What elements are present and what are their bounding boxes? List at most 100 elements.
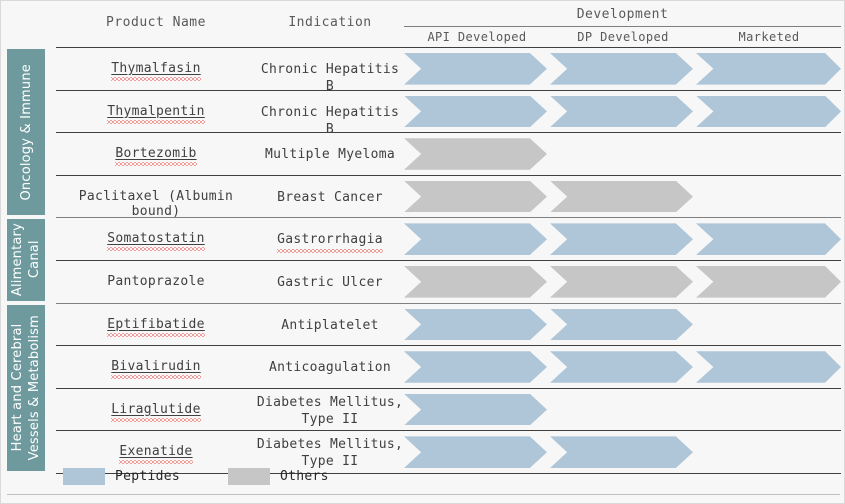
product-name-text: Bivalirudin bbox=[111, 359, 202, 380]
row-separator bbox=[56, 387, 841, 389]
row-separator bbox=[56, 174, 841, 176]
stage-chevron-2[interactable] bbox=[550, 436, 693, 468]
indication-cell: Multiple Myeloma bbox=[256, 146, 404, 163]
stage-chevron-2[interactable] bbox=[550, 266, 693, 298]
product-name-cell: Liraglutide bbox=[56, 401, 256, 422]
row-separator bbox=[56, 132, 841, 134]
development-stage-track bbox=[404, 389, 841, 432]
stage-chevron-3[interactable] bbox=[696, 223, 841, 255]
legend: Peptides Others bbox=[63, 468, 377, 485]
development-stage-track bbox=[404, 431, 841, 474]
indication-text: Anticoagulation bbox=[269, 360, 391, 376]
category-band-1: Oncology & Immune bbox=[7, 49, 45, 216]
row-separator bbox=[56, 89, 841, 91]
stage-chevron-1[interactable] bbox=[404, 436, 547, 468]
stage-chevron-2[interactable] bbox=[550, 351, 693, 383]
column-header-stage-dp-developed: DP Developed bbox=[577, 30, 669, 44]
legend-swatch-others bbox=[228, 468, 271, 485]
pipeline-row[interactable]: Pantoprazole Gastric Ulcer bbox=[56, 261, 841, 304]
development-stage-track bbox=[404, 218, 841, 261]
development-stage-track bbox=[404, 176, 841, 219]
legend-swatch-peptides bbox=[63, 468, 105, 485]
stage-chevron-1[interactable] bbox=[404, 266, 547, 298]
legend-label-others: Others bbox=[280, 469, 329, 484]
indication-text: Antiplatelet bbox=[281, 317, 379, 333]
pipeline-row[interactable]: Exenatide Diabetes Mellitus, Type II bbox=[56, 431, 841, 474]
pipeline-row[interactable]: Somatostatin Gastrorrhagia bbox=[56, 218, 841, 261]
column-header-product-name: Product Name bbox=[106, 15, 206, 30]
indication-text: Breast Cancer bbox=[277, 189, 383, 205]
product-name-cell: Exenatide bbox=[56, 444, 256, 465]
pipeline-row[interactable]: Paclitaxel (Albumin bound) Breast Cancer bbox=[56, 176, 841, 219]
pipeline-row[interactable]: Liraglutide Diabetes Mellitus, Type II bbox=[56, 389, 841, 432]
column-header-development: Development bbox=[576, 7, 669, 22]
row-separator bbox=[56, 473, 841, 474]
indication-cell: Antiplatelet bbox=[256, 317, 404, 334]
indication-text: Diabetes Mellitus, Type II bbox=[256, 394, 404, 427]
stage-chevron-3[interactable] bbox=[696, 53, 841, 85]
stage-chevron-1[interactable] bbox=[404, 223, 547, 255]
stage-chevron-2[interactable] bbox=[550, 95, 693, 128]
indication-text: Diabetes Mellitus, Type II bbox=[256, 437, 404, 470]
product-name-text: Paclitaxel (Albumin bound) bbox=[78, 188, 234, 219]
development-stage-track bbox=[404, 346, 841, 389]
stage-chevron-2[interactable] bbox=[550, 223, 693, 255]
category-band-label: Oncology & Immune bbox=[18, 63, 34, 201]
legend-label-peptides: Peptides bbox=[115, 469, 181, 484]
pipeline-row[interactable]: Bivalirudin Anticoagulation bbox=[56, 346, 841, 389]
stage-chevron-2[interactable] bbox=[550, 308, 693, 341]
indication-cell: Chronic Hepatitis B bbox=[256, 104, 404, 138]
row-separator bbox=[56, 260, 841, 261]
indication-cell: Chronic Hepatitis B bbox=[256, 61, 404, 95]
stage-chevron-1[interactable] bbox=[404, 393, 547, 426]
development-header-rule bbox=[404, 26, 841, 27]
development-stage-track bbox=[404, 133, 841, 176]
category-band-label: Heart and Cerebral Vessels & Metabolism bbox=[10, 315, 42, 461]
product-name-text: Somatostatin bbox=[107, 231, 205, 252]
product-name-text: Thymalfasin bbox=[111, 61, 202, 81]
stage-chevron-3[interactable] bbox=[696, 95, 841, 128]
development-stage-track bbox=[404, 261, 841, 304]
stage-chevron-1[interactable] bbox=[404, 138, 547, 170]
development-stage-track bbox=[404, 91, 841, 134]
stage-chevron-3[interactable] bbox=[696, 266, 841, 298]
indication-cell: Gastric Ulcer bbox=[256, 274, 404, 291]
stage-chevron-3[interactable] bbox=[696, 351, 841, 383]
indication-cell: Anticoagulation bbox=[256, 359, 404, 376]
indication-text: Gastrorrhagia bbox=[277, 232, 383, 254]
row-separator bbox=[56, 430, 841, 432]
product-name-text: Thymalpentin bbox=[107, 103, 205, 124]
product-name-cell: Eptifibatide bbox=[56, 316, 256, 337]
stage-chevron-1[interactable] bbox=[404, 53, 547, 85]
development-stage-track bbox=[404, 48, 841, 91]
row-separator bbox=[56, 217, 841, 219]
indication-cell: Breast Cancer bbox=[256, 189, 404, 206]
indication-cell: Diabetes Mellitus, Type II bbox=[256, 394, 404, 428]
row-separator bbox=[56, 302, 841, 304]
product-name-text: Exenatide bbox=[119, 444, 193, 465]
category-band-2: Alimentary Canal bbox=[7, 219, 45, 301]
legend-item-peptides: Peptides bbox=[63, 468, 228, 485]
indication-cell: Gastrorrhagia bbox=[256, 231, 404, 254]
stage-chevron-2[interactable] bbox=[550, 180, 693, 213]
product-name-text: Pantoprazole bbox=[107, 274, 205, 289]
product-name-cell: Thymalpentin bbox=[56, 103, 256, 124]
pipeline-row[interactable]: Thymalfasin Chronic Hepatitis B bbox=[56, 48, 841, 94]
stage-chevron-1[interactable] bbox=[404, 180, 547, 213]
stage-chevron-1[interactable] bbox=[404, 351, 547, 383]
stage-chevron-2[interactable] bbox=[550, 53, 693, 85]
pipeline-row[interactable]: Thymalpentin Chronic Hepatitis B bbox=[56, 91, 841, 137]
product-name-cell: Pantoprazole bbox=[56, 274, 256, 289]
stage-chevron-1[interactable] bbox=[404, 95, 547, 128]
stage-chevron-1[interactable] bbox=[404, 308, 547, 341]
product-name-cell: Thymalfasin bbox=[56, 61, 256, 81]
column-header-indication: Indication bbox=[288, 15, 372, 30]
product-name-text: Eptifibatide bbox=[107, 316, 205, 337]
product-name-text: Liraglutide bbox=[111, 401, 202, 422]
product-name-cell: Somatostatin bbox=[56, 231, 256, 252]
slide-bottom-rule bbox=[7, 494, 840, 495]
pipeline-row[interactable]: Eptifibatide Antiplatelet bbox=[56, 304, 841, 347]
column-header-stage-marketed: Marketed bbox=[738, 30, 800, 44]
